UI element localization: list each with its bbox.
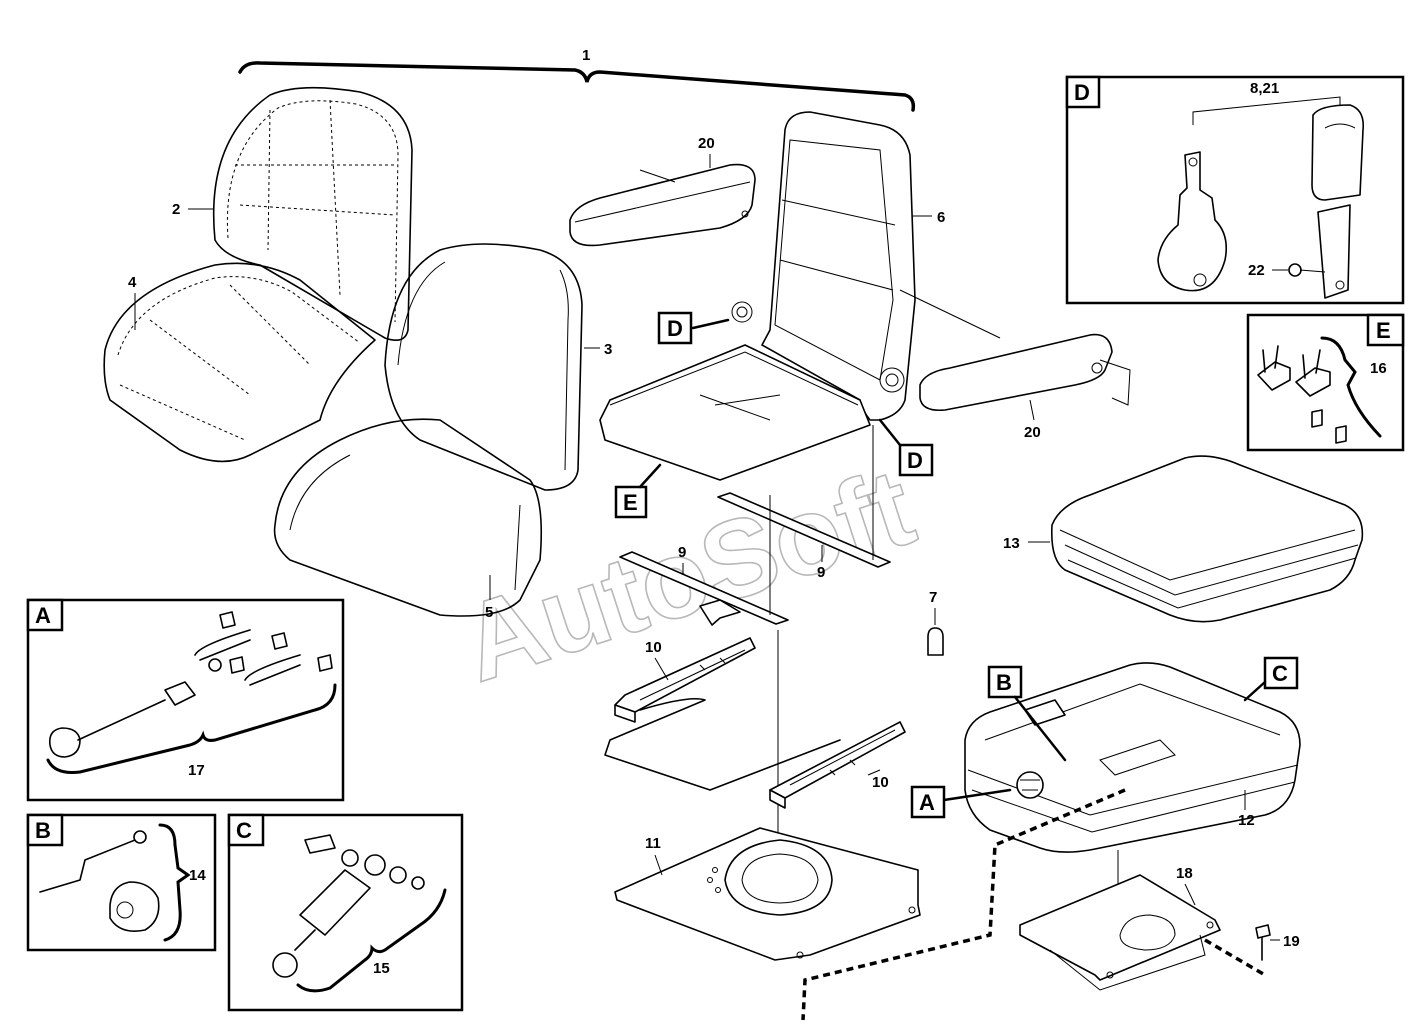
- callout-2: 2: [172, 201, 180, 218]
- seat-cover-backrest: [212, 86, 413, 341]
- slide-rail-left: [614, 637, 756, 723]
- inset-B: B 14: [26, 813, 217, 952]
- ref-D-upper: D: [657, 311, 730, 345]
- callout-9b: 9: [817, 564, 825, 581]
- strap-pair: [619, 492, 891, 626]
- seat-frame: [599, 111, 916, 481]
- callout-22: 22: [1248, 262, 1265, 279]
- callout-19: 19: [1283, 933, 1300, 950]
- connection-chain: [1204, 938, 1266, 977]
- armrest-left: [569, 163, 756, 247]
- callout-8-21: 8,21: [1250, 80, 1279, 97]
- brace-1: [238, 61, 916, 112]
- inset-A: A 17: [26, 598, 345, 802]
- callout-13: 13: [1003, 535, 1020, 552]
- inset-D: D 8,21 22: [1065, 75, 1405, 305]
- callout-3: 3: [604, 341, 612, 358]
- plug: [927, 627, 944, 656]
- callout-4: 4: [128, 274, 137, 291]
- cushion-pad: [1050, 455, 1364, 623]
- ref-A: A: [910, 785, 1012, 819]
- callout-10b: 10: [872, 774, 889, 791]
- seat-upholstered: [273, 243, 583, 617]
- callout-9a: 9: [678, 544, 686, 561]
- suspension-base: [964, 662, 1301, 853]
- callout-20a: 20: [698, 135, 715, 152]
- svg-text:A: A: [919, 790, 935, 815]
- svg-text:D: D: [1074, 80, 1090, 105]
- callout-7: 7: [929, 589, 937, 606]
- callout-1: 1: [582, 47, 590, 64]
- inset-C: C 15: [227, 813, 464, 1012]
- connection-chain: [801, 788, 1126, 1021]
- callout-12: 12: [1238, 812, 1255, 829]
- svg-text:D: D: [667, 316, 683, 341]
- seat-cover-cushion: [103, 262, 376, 463]
- callout-5: 5: [485, 604, 493, 621]
- callout-17: 17: [188, 762, 205, 779]
- svg-text:E: E: [1376, 318, 1391, 343]
- ref-B: B: [987, 665, 1067, 762]
- ref-C: C: [1243, 656, 1299, 702]
- adjust-rod: [604, 697, 841, 791]
- callout-20b: 20: [1024, 424, 1041, 441]
- callout-18: 18: [1176, 865, 1193, 882]
- svg-text:C: C: [236, 818, 252, 843]
- swivel-plate: [614, 827, 921, 961]
- ref-D-lower: D: [878, 418, 934, 477]
- ref-E: E: [614, 463, 662, 519]
- callout-10a: 10: [645, 639, 662, 656]
- callout-11: 11: [645, 835, 661, 852]
- svg-text:E: E: [623, 490, 638, 515]
- svg-text:D: D: [907, 448, 923, 473]
- bolt: [1255, 924, 1271, 961]
- svg-text:C: C: [1272, 661, 1288, 686]
- armrest-right: [919, 333, 1131, 412]
- svg-text:B: B: [35, 818, 51, 843]
- slide-rail-right: [769, 721, 906, 809]
- callout-6: 6: [937, 209, 945, 226]
- callout-15: 15: [373, 960, 390, 977]
- svg-text:A: A: [35, 603, 51, 628]
- callout-14: 14: [189, 867, 206, 884]
- callout-16: 16: [1370, 360, 1387, 377]
- mounting-plate: [1019, 874, 1221, 991]
- svg-text:B: B: [996, 670, 1012, 695]
- inset-E: E 16: [1246, 313, 1405, 452]
